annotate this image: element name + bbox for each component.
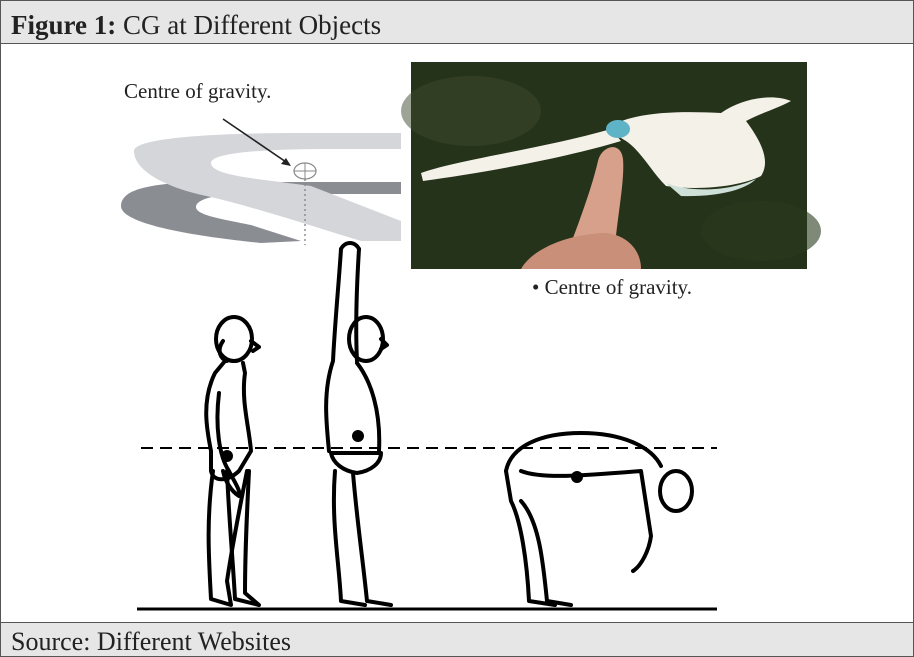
cg-dot-bending <box>573 473 581 481</box>
bird-head <box>606 120 630 138</box>
bird-cg-label: • Centre of gravity. <box>532 275 692 300</box>
fork-cg-label: Centre of gravity. <box>124 79 271 104</box>
bird-on-finger-photo <box>401 62 821 269</box>
balanced-forks-illustration <box>121 119 401 245</box>
standing-figure <box>206 317 259 605</box>
arm-raised-figure <box>326 243 391 605</box>
cg-dot-standing <box>223 452 231 460</box>
bending-figure <box>506 433 692 605</box>
figure-source: Source: Different Websites <box>1 622 913 656</box>
cg-dot-arm-raised <box>354 432 362 440</box>
